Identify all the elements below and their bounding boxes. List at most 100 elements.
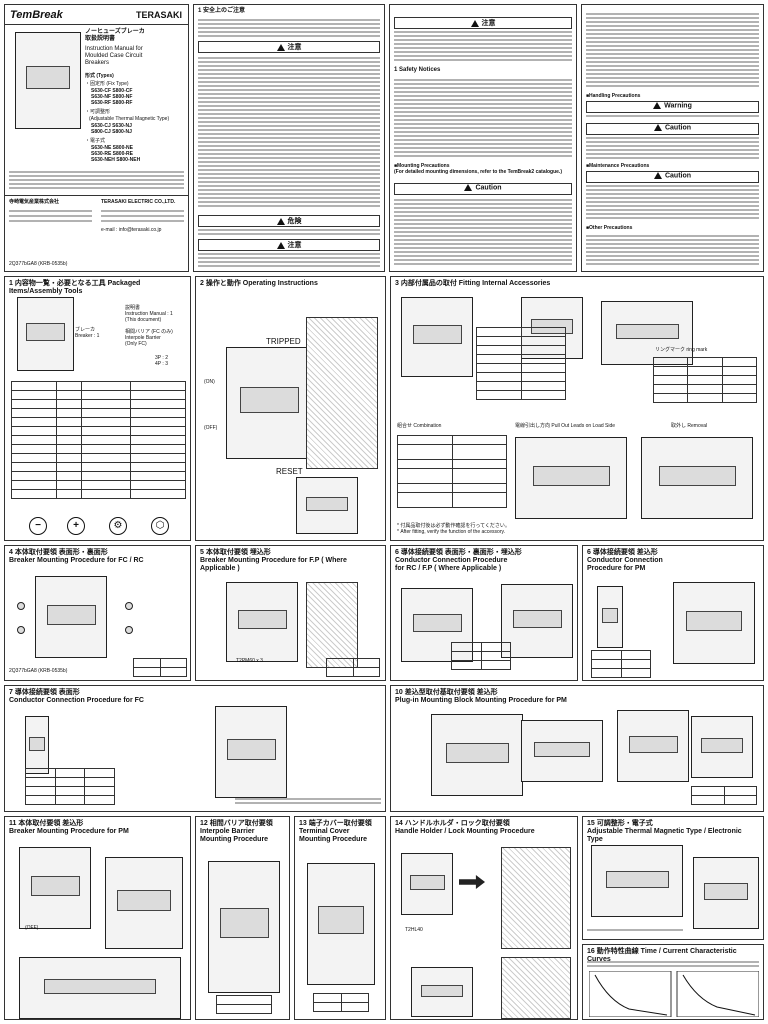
breaker-illustration-5 <box>641 437 753 519</box>
combination-label: 組合せ Combination <box>397 423 442 429</box>
panel-connection-fc: 7 導体接続要領 表面形 Conductor Connection Proced… <box>4 685 386 812</box>
panel-mounting-pm: 11 本体取付要領 差込形 Breaker Mounting Procedure… <box>4 816 191 1020</box>
caution-box-top: 注意 <box>394 17 572 29</box>
panel-internal-accessories: 3 内部付属品の取付 Fitting Internal Accessories … <box>390 276 764 541</box>
off-label: (OFF) <box>25 925 39 931</box>
brand-logo-tembreak: TemBreak <box>10 9 63 21</box>
caution-box-jp-2: 注意 <box>198 239 380 251</box>
accessory-table <box>476 327 566 400</box>
breaker-illustration <box>307 863 375 985</box>
elec-label: ・電子式 <box>85 138 106 144</box>
phillips-screwdriver-icon: + <box>67 517 85 535</box>
breaker-illustration <box>19 847 91 929</box>
breaker-illustration <box>226 347 313 459</box>
panel-handle-holder: 14 ハンドルホルダ・ロック取付要領 Handle Holder / Lock … <box>390 816 578 1020</box>
panel-mounting-fp: 5 本体取付要領 埋込形 Breaker Mounting Procedure … <box>195 545 386 681</box>
torque-table <box>326 658 380 677</box>
terminal-illustration <box>25 716 49 774</box>
torque-table <box>691 786 757 805</box>
panel-title: 2 操作と動作 Operating Instructions <box>200 280 318 287</box>
safety-en-panel: 注意 1 Safety Notices ■Mounting Precaution… <box>389 4 577 272</box>
panel-interpole-barrier: 12 相間バリア取付要領 Interpole Barrier Mounting … <box>195 816 290 1020</box>
mounting-block-illustration <box>673 582 755 664</box>
conductor-table <box>25 768 115 805</box>
adjust-sub: (Adjustable Thermal Magnetic Type) <box>89 116 170 122</box>
maintenance-title: ■Maintenance Precautions <box>586 163 650 169</box>
panel-cover-2 <box>501 957 571 1019</box>
elec-models: S630-NE S800-NE S630-RE S800-RE S630-NEH… <box>91 145 141 163</box>
panel-title: 5 本体取付要領 埋込形 Breaker Mounting Procedure … <box>200 549 347 573</box>
breaker-illustration-2 <box>105 857 183 949</box>
caution-box-jp: 注意 <box>198 41 380 53</box>
panel-operating: 2 操作と動作 Operating Instructions TRIPPED (… <box>195 276 386 541</box>
caution-box-en: Caution <box>394 183 572 195</box>
ring-label: リングマーク ring mark <box>655 347 708 353</box>
panel-cover <box>501 847 571 949</box>
safety-en-panel-2: ■Handling Precautions Warning Caution ■M… <box>581 4 764 272</box>
panel-title: 3 内部付属品の取付 Fitting Internal Accessories <box>395 280 551 287</box>
barrier-label: 相間バリア (FC のみ) Interpole Barrier (Only FC… <box>125 329 173 347</box>
panel-cover <box>306 582 358 668</box>
safety-notices-title: 1 Safety Notices <box>394 67 441 73</box>
holder-model: T2HL40 <box>405 927 423 933</box>
lock-illustration <box>411 967 473 1017</box>
breaker-illustration <box>215 706 287 798</box>
manual-label: 説明書 Instruction Manual : 1 (This documen… <box>125 305 173 323</box>
breaker-label: ブレーカ Breaker : 1 <box>75 327 100 339</box>
email-text: e-mail : info@terasaki.co.jp <box>101 227 162 233</box>
breaker-illustration <box>15 32 81 129</box>
fixed-models: S630-CF S800-CF S630-NF S800-NF S630-RF … <box>91 88 133 106</box>
safety-title: 1 安全上のご注意 <box>198 8 246 14</box>
cover-table <box>313 993 369 1012</box>
breaker-illustration-4 <box>515 437 627 519</box>
breaker-illustration <box>17 297 74 371</box>
plugin-block-illustration-3 <box>617 710 689 782</box>
cover-panel: TemBreak TERASAKI ノーヒューズブレーカ 取扱説明書 Instr… <box>4 4 189 272</box>
tools-table <box>11 381 186 499</box>
title-en: Instruction Manual for Moulded Case Circ… <box>85 46 143 67</box>
plugin-block-illustration-2 <box>521 720 603 782</box>
ring-table <box>652 357 758 403</box>
doc-code-page: 2Q377bGA8 (KRB-0535b) <box>9 668 68 674</box>
breaker-illustration-reset <box>296 477 358 534</box>
torque-table <box>451 642 511 670</box>
panel-title: 10 差込型取付基取付要領 差込形 Plug-in Mounting Block… <box>395 689 567 705</box>
panel-connection-rc-fp: 6 導体接続要領 表面形・裏面形・埋込形 Conductor Connectio… <box>390 545 578 681</box>
panel-title: 14 ハンドルホルダ・ロック取付要領 Handle Holder / Lock … <box>395 820 535 836</box>
brand-logo-terasaki: TERASAKI <box>135 10 182 20</box>
plugin-block-illustration-4 <box>691 716 753 778</box>
company-en: TERASAKI ELECTRIC CO.,LTD. <box>101 199 176 205</box>
panel-title: 11 本体取付要領 差込形 Breaker Mounting Procedure… <box>9 820 129 836</box>
doc-code: 2Q377bGA8 (KRB-0535b) <box>9 261 68 267</box>
warning-box-jp: 危険 <box>198 215 380 227</box>
company-jp: 寺崎電気産業株式会社 <box>9 199 60 205</box>
panel-mounting-fc-rc: 4 本体取付要領 表面形・裏面形 Breaker Mounting Proced… <box>4 545 191 681</box>
panel-plugin-block: 10 差込型取付基取付要領 差込形 Plug-in Mounting Block… <box>390 685 764 812</box>
hex-key-icon: ⬡ <box>151 517 169 535</box>
torque-table <box>133 658 187 677</box>
wrench-icon: ⚙ <box>109 517 127 535</box>
removal-label: 取外し Removal <box>671 423 708 429</box>
caution-box-en-3: Caution <box>586 171 759 183</box>
breaker-illustration <box>693 857 759 929</box>
panel-cover <box>306 317 378 469</box>
breaker-illustration-3 <box>601 301 693 365</box>
panel-curves: 16 動作特性曲線 Time / Current Characteristic … <box>582 944 764 1020</box>
dial-illustration <box>591 845 683 917</box>
caution-box-en-2: Caution <box>586 123 759 135</box>
breaker-illustration <box>208 861 280 993</box>
other-title: ■Other Precautions <box>586 225 633 231</box>
torque-table <box>591 650 651 678</box>
mounting-precautions: ■Mounting Precautions (For detailed moun… <box>394 163 562 175</box>
panel-title: 16 動作特性曲線 Time / Current Characteristic … <box>587 948 737 964</box>
panel-title: 6 導体接続要領 表面形・裏面形・埋込形 Conductor Connectio… <box>395 549 522 573</box>
safety-jp-panel: 1 安全上のご注意 注意 危険 注意 <box>193 4 385 272</box>
insert-arrow-icon <box>459 875 485 889</box>
panel-title: 6 導体接続要領 差込形 Conductor Connection Proced… <box>587 549 663 573</box>
type-label: 形式 (Types) <box>85 73 114 79</box>
fixed-label: ・固定形 (Fix Type) <box>85 81 129 87</box>
breaker-illustration <box>401 297 473 377</box>
panel-packaged-items: 1 内容物一覧・必要となる工具 Packaged Items/Assembly … <box>4 276 191 541</box>
model-label: T2PM60 x 3 <box>236 658 263 664</box>
tripped-label: TRIPPED <box>266 337 301 346</box>
